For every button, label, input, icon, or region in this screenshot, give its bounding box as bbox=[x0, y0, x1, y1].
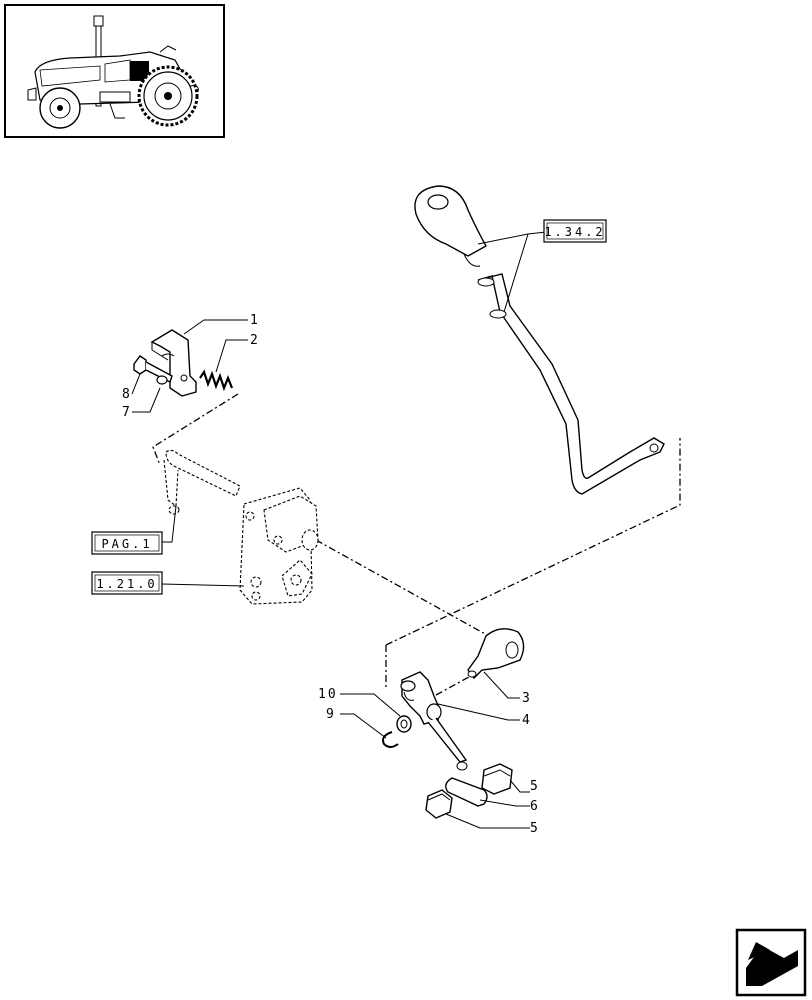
lever-assembly bbox=[382, 628, 525, 819]
support-plate bbox=[239, 487, 319, 605]
callout-1: 1 bbox=[250, 313, 260, 328]
callout-5-lower: 5 bbox=[530, 821, 540, 836]
callout-8: 8 bbox=[122, 387, 132, 402]
callout-3: 3 bbox=[522, 691, 532, 706]
callout-4: 4 bbox=[522, 713, 532, 728]
spring bbox=[199, 369, 234, 392]
leader-lines bbox=[131, 231, 547, 829]
bracket-assembly bbox=[133, 329, 241, 515]
gear-lever bbox=[414, 185, 665, 495]
callout-2: 2 bbox=[250, 333, 260, 348]
next-page-arrow-icon bbox=[746, 942, 798, 986]
tractor-thumbnail bbox=[4, 4, 225, 138]
callout-7: 7 bbox=[122, 405, 132, 420]
callout-10: 10 bbox=[318, 687, 338, 702]
selector-lever bbox=[400, 671, 468, 771]
callout-5-upper: 5 bbox=[530, 779, 540, 794]
tractor-thumbnail-icon bbox=[27, 15, 199, 129]
hex-nut-upper bbox=[481, 763, 513, 795]
cylinder-pin bbox=[445, 777, 488, 807]
ref-label-1-34-2: 1.34.2 bbox=[544, 225, 605, 239]
ref-label-1-21-0: 1.21.0 bbox=[96, 577, 157, 591]
callout-9: 9 bbox=[326, 707, 336, 722]
ref-label-pag-1: PAG.1 bbox=[101, 537, 152, 551]
hex-nut-lower bbox=[425, 789, 453, 819]
ball-joint bbox=[467, 628, 525, 680]
washer bbox=[156, 375, 168, 385]
alignment-lines bbox=[152, 393, 681, 696]
callout-6: 6 bbox=[530, 799, 540, 814]
ref-box-1-34-2[interactable]: 1.34.2 bbox=[543, 219, 607, 243]
next-page-button[interactable] bbox=[735, 928, 807, 997]
ref-box-pag-1[interactable]: PAG.1 bbox=[91, 531, 163, 555]
circlip bbox=[382, 731, 399, 748]
ref-box-1-21-0[interactable]: 1.21.0 bbox=[91, 571, 163, 595]
